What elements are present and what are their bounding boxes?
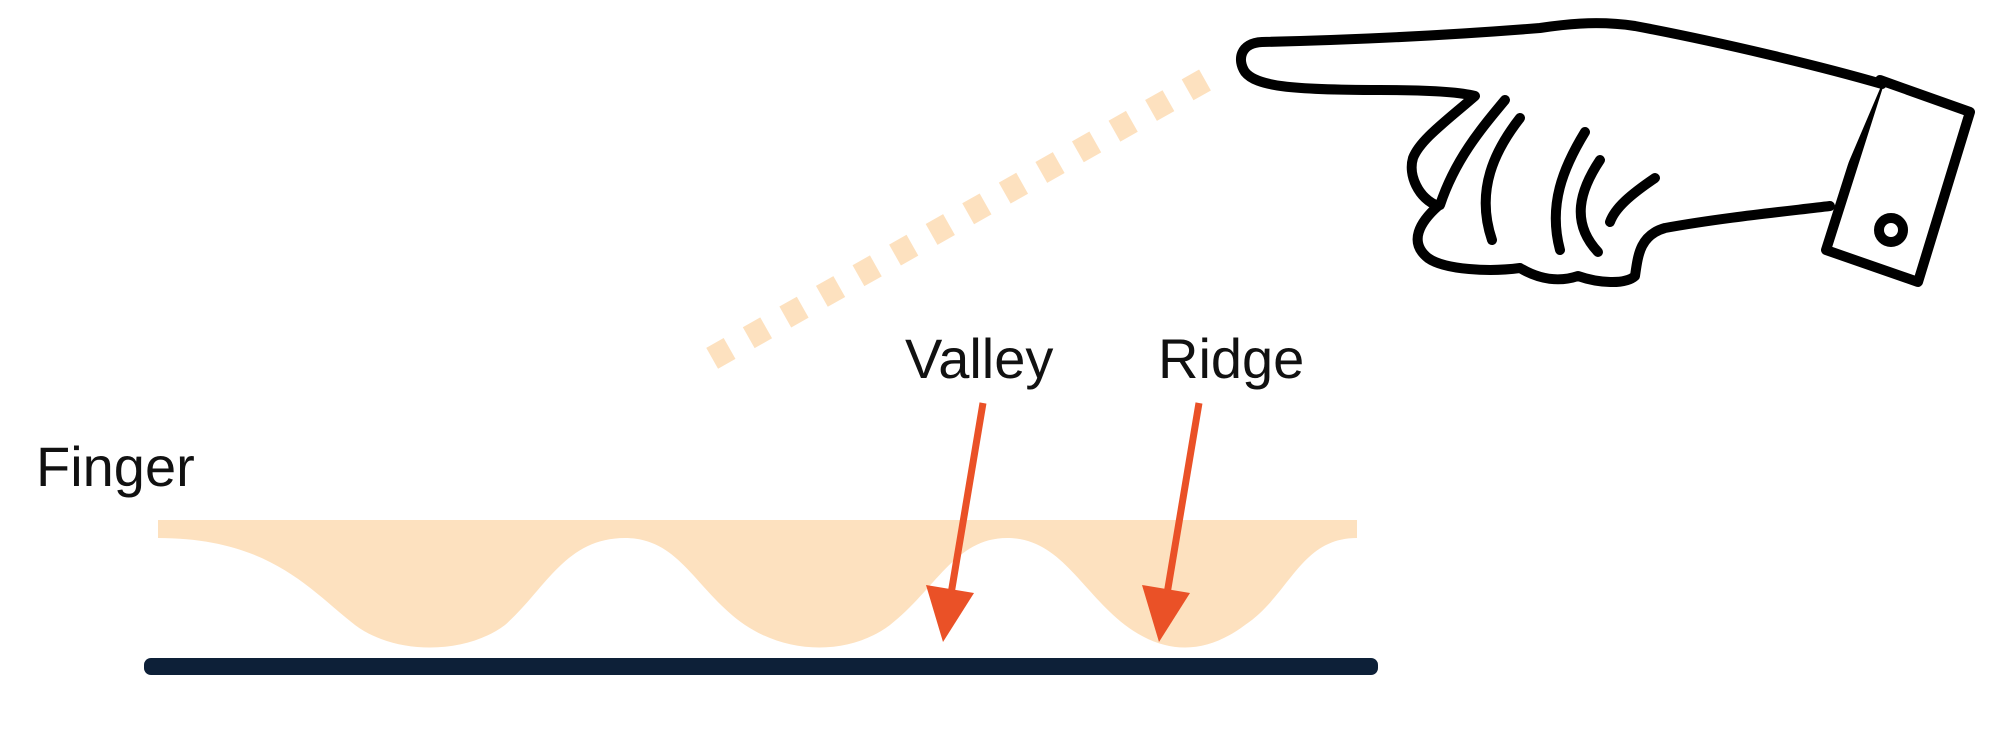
- ridge-label: Ridge: [1158, 327, 1304, 390]
- valley-label: Valley: [905, 327, 1053, 390]
- valley-arrow: [926, 402, 987, 642]
- finger-label: Finger: [36, 435, 195, 498]
- pointing-hand-icon: [1236, 18, 1975, 287]
- finger-ridge-profile: [158, 520, 1357, 648]
- dashed-beam: [689, 69, 1211, 379]
- sensor-plate: [144, 658, 1378, 675]
- ridge-arrow: [1142, 402, 1203, 642]
